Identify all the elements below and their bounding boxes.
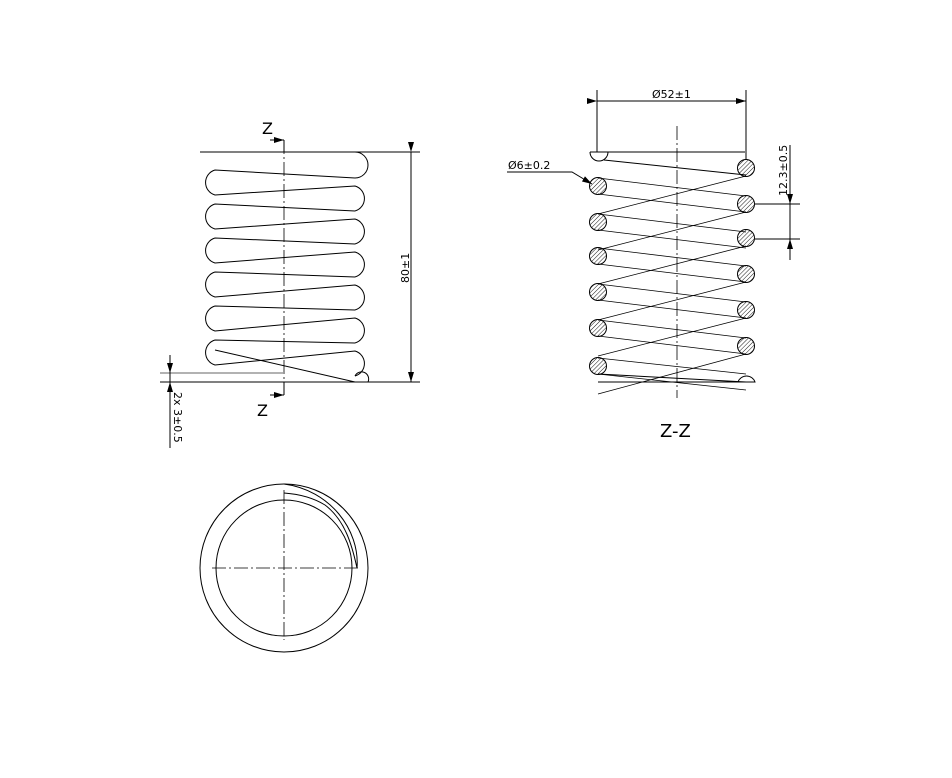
section-coil-front [597, 211, 747, 251]
free-length-dim: 80±1 [399, 253, 412, 283]
coil-turn [205, 203, 365, 245]
coil-turn [205, 237, 365, 278]
wire-section-left [589, 177, 607, 195]
section-coil-front [597, 175, 747, 215]
outer-diameter-dim: Ø52±1 [652, 88, 691, 101]
wire-section-right [737, 159, 755, 177]
section-title: Z-Z [660, 421, 691, 442]
section-bottom-end [597, 373, 756, 383]
section-mark-top: Z [262, 119, 273, 138]
section-coil-back [597, 319, 747, 355]
wire-section-left [589, 283, 607, 301]
coil-turn [205, 271, 365, 311]
section-coil-back [597, 283, 747, 319]
section-coil-front [597, 353, 747, 395]
coil-turn [205, 169, 365, 212]
front-view: 80±1 2x 3±0.5 Z Z [160, 119, 420, 448]
wire-section-right [737, 195, 755, 213]
section-coil-back [597, 213, 747, 249]
section-mark-bottom: Z [257, 401, 268, 420]
wire-diameter-leader [507, 171, 593, 185]
wire-section-left [589, 357, 607, 375]
coil-turn [205, 305, 365, 344]
wire-section-right [737, 229, 755, 247]
section-coil-front [597, 281, 747, 321]
section-coil-front [597, 245, 747, 285]
wire-section-left [589, 213, 607, 231]
wire-section-left [589, 247, 607, 265]
coil-bottom-end [214, 349, 370, 383]
section-view-coils [589, 151, 756, 395]
wire-section-right [737, 337, 755, 355]
coil-end-tip [283, 483, 358, 569]
pitch-dim: 12.3±0.5 [777, 145, 790, 196]
end-view [199, 483, 369, 653]
section-coil-back [597, 247, 747, 283]
section-coil-front [597, 317, 747, 357]
end-gap-dim: 2x 3±0.5 [171, 392, 184, 443]
wire-section-right [737, 301, 755, 319]
wire-diameter-dim: Ø6±0.2 [508, 159, 550, 172]
section-coil-back [597, 177, 747, 213]
coil-top-end [284, 151, 369, 179]
coil-turn [205, 339, 365, 377]
wire-section-right [737, 265, 755, 283]
section-view: Ø52±1 Ø6±0.2 12.3±0.5 Z-Z [507, 88, 800, 442]
wire-section-left [589, 319, 607, 337]
front-view-coils [205, 151, 370, 383]
section-top-end [589, 151, 747, 176]
